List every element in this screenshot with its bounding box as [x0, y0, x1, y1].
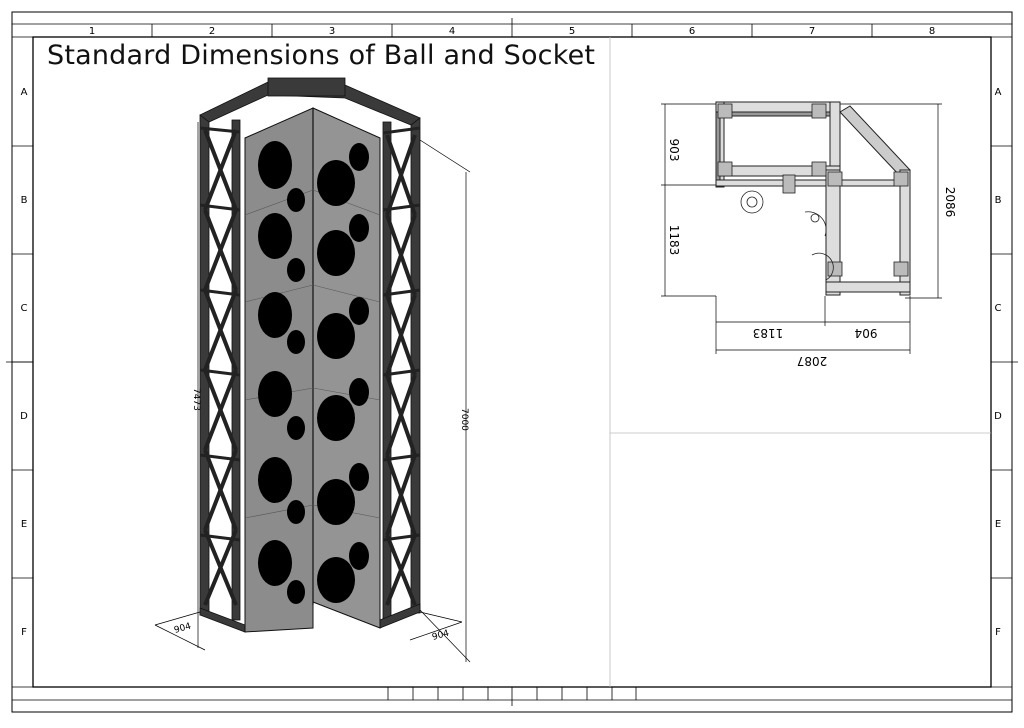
row-label-d-left: D: [20, 411, 28, 422]
dim-base-left: 904: [173, 621, 193, 635]
dim-top-left-upper: 903: [667, 139, 681, 162]
row-label-c-right: C: [995, 303, 1002, 314]
dim-bottom-total: 2087: [797, 354, 828, 368]
row-label-b-left: B: [21, 195, 28, 206]
top-view-pivots: [740, 190, 834, 281]
isometric-tower-view: 7473 7000 904 904: [154, 77, 471, 663]
dim-top-left-lower: 1183: [667, 225, 681, 256]
outer-border: [11, 11, 1013, 713]
row-label-b-right: B: [995, 195, 1002, 206]
row-label-e-left: E: [21, 519, 27, 530]
dim-base-right: 904: [431, 628, 451, 642]
drawing-title: Standard Dimensions of Ball and Socket: [47, 40, 596, 71]
tower-bracing: [203, 129, 417, 606]
col-label-6: 6: [689, 26, 695, 37]
climbing-holds: [258, 141, 369, 604]
dim-height-panel: 7000: [459, 408, 469, 431]
col-label-8: 8: [929, 26, 935, 37]
tower-horizontal-members: [199, 126, 421, 542]
row-label-f-right: F: [995, 627, 1001, 638]
row-label-a-right: A: [995, 87, 1002, 98]
row-label-e-right: E: [995, 519, 1001, 530]
top-view-frame: [715, 101, 911, 296]
row-label-d-right: D: [994, 411, 1002, 422]
row-grid-lines: [6, 37, 1018, 687]
dim-bottom-left: 1183: [753, 326, 784, 340]
col-label-7: 7: [809, 26, 815, 37]
col-label-2: 2: [209, 26, 215, 37]
column-grid-lines: [12, 18, 1012, 706]
inner-border: [32, 36, 992, 688]
top-view-fittings: [717, 103, 909, 277]
dim-height-total: 7473: [191, 388, 201, 411]
col-label-1: 1: [89, 26, 95, 37]
iso-dimension-lines: [154, 122, 471, 663]
row-labels: A B C D E F A B C D E F: [20, 87, 1002, 638]
top-view: 903 1183 2086 1183 904 2087: [661, 101, 957, 368]
dim-top-right-total: 2086: [943, 187, 957, 218]
dim-bottom-right: 904: [855, 326, 878, 340]
column-labels: 1 2 3 4 5 6 7 8: [89, 26, 935, 37]
col-label-3: 3: [329, 26, 335, 37]
row-label-f-left: F: [21, 627, 27, 638]
col-label-5: 5: [569, 26, 575, 37]
col-label-4: 4: [449, 26, 455, 37]
row-label-c-left: C: [21, 303, 28, 314]
row-label-a-left: A: [21, 87, 28, 98]
top-view-dimension-lines: [661, 103, 942, 354]
